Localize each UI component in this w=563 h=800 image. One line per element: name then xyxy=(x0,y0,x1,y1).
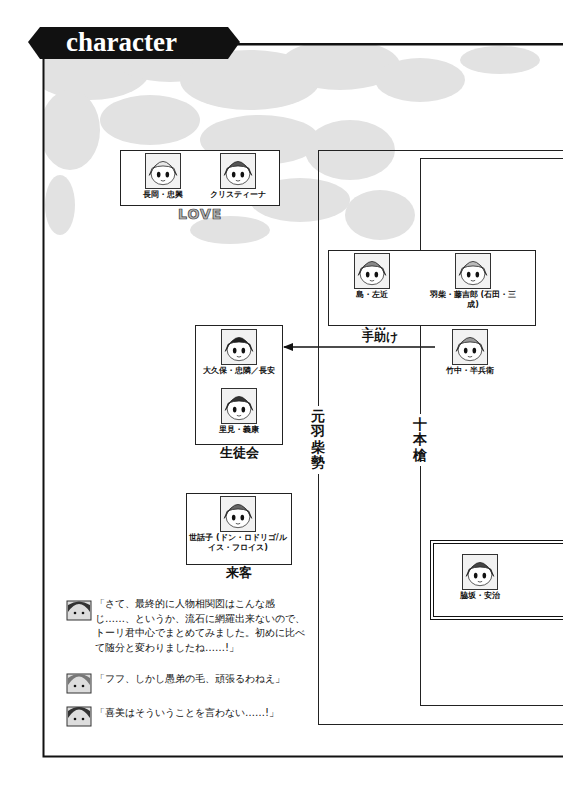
group-heading: LOVE xyxy=(176,207,224,222)
character-node: 竹中・半兵衛 xyxy=(438,329,502,376)
character-portrait xyxy=(354,253,390,289)
character-name: 長岡・忠興 xyxy=(130,190,196,200)
character-name: 世話子 (ドン・ロドリゴ/ルイス・フロイス) xyxy=(189,533,287,552)
character-portrait xyxy=(220,496,256,532)
dialogue-note: 「フフ、しかし愚弟の毛、頑張るわねえ」 xyxy=(95,672,307,687)
group-heading: 生徒会 xyxy=(218,446,261,460)
character-portrait xyxy=(452,329,488,365)
character-portrait xyxy=(145,153,181,189)
character-name: 島・左近 xyxy=(336,290,408,300)
character-name: 脇坂・安治 xyxy=(448,591,512,601)
character-node: クリスティーナ xyxy=(203,153,273,200)
character-name: クリスティーナ xyxy=(203,190,273,200)
character-portrait xyxy=(221,329,257,365)
title-tab xyxy=(28,27,240,59)
group-heading: 来客 xyxy=(224,566,254,580)
character-portrait xyxy=(220,153,256,189)
character-name: 里見・義康 xyxy=(199,425,279,435)
character-portrait-wrap: 脇坂・安治 xyxy=(448,554,512,601)
character-node: 島・左近 xyxy=(336,253,408,300)
header-rule xyxy=(230,43,563,45)
character-node: 長岡・忠興 xyxy=(130,153,196,200)
character-name: 羽柴・藤吉郎 (石田・三成) xyxy=(428,290,518,309)
region-label: 十本槍 xyxy=(412,414,428,466)
character-name: 竹中・半兵衛 xyxy=(438,366,502,376)
character-name: 大久保・忠隣／長安 xyxy=(197,366,281,376)
leaf-texture xyxy=(44,45,540,244)
character-node: 世話子 (ドン・ロドリゴ/ルイス・フロイス) xyxy=(189,496,287,552)
group-box: 来客世話子 (ドン・ロドリゴ/ルイス・フロイス) xyxy=(186,493,292,565)
dialogue-note: 「さて、最終的に人物相関図はこんな感じ……、というか、流石に網羅出来ないので、ト… xyxy=(95,597,307,655)
region-label: 元羽柴勢 xyxy=(310,406,326,474)
edge-label: 手助け xyxy=(360,330,400,344)
character-node: 大久保・忠隣／長安 xyxy=(197,329,281,376)
faction-region: 元羽柴勢十本槍竹中・半兵衛脇坂・安治主従島・左近羽柴・藤吉郎 (石田・三成) xyxy=(318,150,563,725)
page-title: character xyxy=(66,26,177,58)
help-arrow xyxy=(284,346,435,348)
faction-region: 十本槍竹中・半兵衛脇坂・安治 xyxy=(420,158,563,706)
group-box: 主従島・左近羽柴・藤吉郎 (石田・三成) xyxy=(328,250,536,326)
character-node: 羽柴・藤吉郎 (石田・三成) xyxy=(428,253,518,309)
group-box: LOVE長岡・忠興クリスティーナ xyxy=(120,150,280,206)
group-box: 生徒会大久保・忠隣／長安里見・義康 xyxy=(195,325,283,445)
dialogue-note: 「喜美はそういうことを言わない……!」 xyxy=(95,706,307,721)
character-box: 脇坂・安治 xyxy=(430,540,563,620)
character-portrait xyxy=(221,388,257,424)
speaker-icons xyxy=(67,601,91,726)
page-frame xyxy=(44,45,563,757)
character-node: 里見・義康 xyxy=(199,388,279,435)
character-portrait xyxy=(455,253,491,289)
character-portrait xyxy=(462,554,498,590)
